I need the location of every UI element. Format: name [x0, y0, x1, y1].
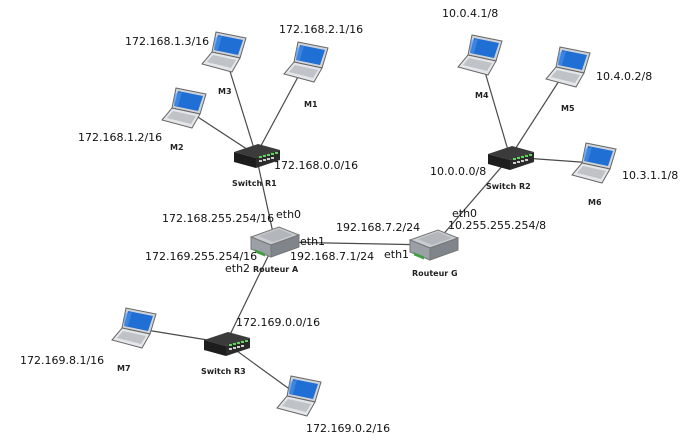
laptop-m1: [282, 40, 330, 84]
router-g-eth0-ip: 10.255.255.254/8: [448, 219, 547, 232]
link-router-a-router-g: [274, 241, 435, 246]
laptop-m6-ip: 10.3.1.1/8: [622, 169, 679, 182]
router-a: [249, 223, 301, 261]
laptop-m2: [160, 86, 208, 130]
switch-r3-network: 172.169.0.0/16: [236, 316, 321, 329]
router-a-eth0-ip: 172.168.255.254/16: [162, 212, 275, 225]
laptop-m3-name: M3: [218, 87, 232, 96]
laptop-m4-name: M4: [475, 91, 489, 100]
laptop-m7: [110, 306, 158, 350]
laptop-m3: [200, 30, 248, 74]
switch-r1-name: Switch R1: [232, 179, 277, 188]
laptop-m7-ip: 172.169.8.1/16: [20, 354, 105, 367]
router-g-eth1-label: eth1: [384, 248, 410, 261]
laptop-m8-ip: 172.169.0.2/16: [306, 422, 391, 435]
laptop-m1-ip: 172.168.2.1/16: [279, 23, 364, 36]
laptop-m4-ip: 10.0.4.1/8: [442, 7, 499, 20]
laptop-m1-name: M1: [304, 100, 318, 109]
router-g: [408, 226, 460, 264]
switch-r1: [230, 138, 282, 172]
laptop-m2-name: M2: [170, 143, 184, 152]
router-g-name: Routeur G: [412, 269, 458, 278]
link-router-a-switch-r3: [225, 241, 276, 344]
switch-r1-network: 172.168.0.0/16: [274, 159, 359, 172]
laptop-m5: [544, 45, 592, 89]
laptop-m4: [456, 33, 504, 77]
laptop-m5-name: M5: [561, 104, 575, 113]
link-switch-r1-router-a: [255, 154, 276, 243]
switch-r2-network: 10.0.0.0/8: [430, 165, 487, 178]
laptop-m7-name: M7: [117, 364, 131, 373]
link-router-g-switch-r2: [433, 156, 511, 246]
switch-r3-name: Switch R3: [201, 367, 246, 376]
router-a-eth2-ip: 172.169.255.254/16: [145, 250, 258, 263]
router-a-eth2-label: eth2: [225, 262, 251, 275]
laptop-m5-ip: 10.4.0.2/8: [596, 70, 653, 83]
switch-r3: [200, 326, 252, 360]
laptop-m6-name: M6: [588, 198, 602, 207]
router-a-eth1-label: eth1: [300, 235, 326, 248]
router-a-eth0-label: eth0: [276, 208, 302, 221]
switch-r2-name: Switch R2: [486, 182, 531, 191]
router-g-eth0-label: eth0: [452, 207, 478, 220]
router-a-eth1-ip: 192.168.7.1/24: [290, 250, 375, 263]
router-g-eth1-ip: 192.168.7.2/24: [336, 221, 421, 234]
router-a-name: Routeur A: [253, 265, 299, 274]
laptop-m8: [275, 374, 323, 418]
laptop-m2-ip: 172.168.1.2/16: [78, 131, 163, 144]
switch-r2: [484, 140, 536, 174]
laptop-m6: [570, 141, 618, 185]
laptop-m3-ip: 172.168.1.3/16: [125, 35, 210, 48]
